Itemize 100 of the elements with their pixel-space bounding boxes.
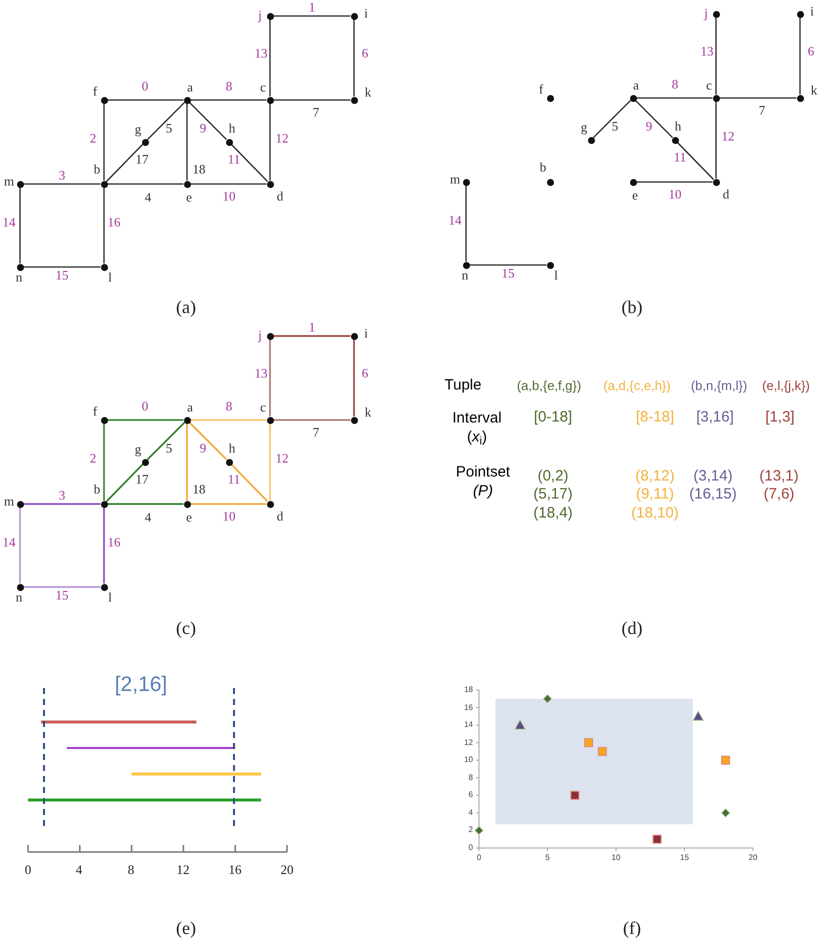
tick-label: 10 bbox=[612, 854, 620, 862]
graph-edge bbox=[103, 424, 105, 500]
panel-caption: (a) bbox=[176, 296, 196, 318]
graph-edge bbox=[147, 102, 185, 140]
table-cell: (16,15) bbox=[689, 486, 737, 504]
tick-label: 5 bbox=[545, 854, 550, 862]
edge-label: 1 bbox=[308, 0, 316, 14]
table-cell: [8-18] bbox=[636, 408, 674, 428]
vertex-label: e bbox=[186, 190, 192, 204]
vertex-label: j bbox=[258, 328, 262, 342]
vertex-label: m bbox=[450, 172, 460, 186]
graph-edge bbox=[24, 503, 100, 505]
graph-edge bbox=[190, 99, 266, 101]
tick-label: 16 bbox=[463, 704, 473, 712]
graph-edge bbox=[676, 142, 714, 180]
edge-label: 18 bbox=[192, 482, 206, 496]
vertex-label: b bbox=[94, 482, 100, 496]
edge-label: 12 bbox=[276, 452, 288, 464]
graph-edge bbox=[19, 508, 21, 584]
vertex-label: b bbox=[540, 160, 546, 174]
edge-label: 11 bbox=[674, 150, 686, 164]
edge-label: 13 bbox=[700, 44, 714, 58]
graph-edge bbox=[108, 503, 184, 505]
edge-label: 18 bbox=[192, 162, 206, 176]
table-cell: (7,6) bbox=[764, 486, 794, 504]
interval-label: [2,16] bbox=[114, 672, 168, 698]
vertex-label: j bbox=[704, 6, 708, 20]
vertex-label: j bbox=[258, 8, 262, 22]
edge-label: 13 bbox=[254, 46, 268, 60]
edge-label: 3 bbox=[58, 488, 66, 502]
edge-label: 12 bbox=[722, 130, 734, 142]
edge-label: 10 bbox=[668, 188, 682, 200]
table-cell: (18,10) bbox=[631, 504, 679, 524]
vertex-label: k bbox=[810, 84, 818, 96]
graph-edge bbox=[188, 422, 228, 460]
graph-edge bbox=[269, 340, 271, 416]
graph-edge bbox=[103, 188, 105, 264]
edge-label: 7 bbox=[758, 104, 766, 116]
table-cell: [0-18] bbox=[534, 408, 572, 428]
graph-edge bbox=[186, 424, 188, 500]
edge-label: 16 bbox=[108, 216, 120, 228]
edge-label: 15 bbox=[56, 588, 68, 602]
graph-edge bbox=[190, 419, 266, 421]
edge-label: 16 bbox=[108, 536, 120, 548]
edge-label: 3 bbox=[58, 168, 66, 182]
edge-label: 6 bbox=[362, 366, 368, 380]
vertex-label: h bbox=[228, 122, 236, 134]
edge-label: 15 bbox=[502, 266, 514, 280]
vertex-label: f bbox=[92, 404, 98, 418]
graph-edge bbox=[269, 424, 271, 500]
edge-label: 9 bbox=[200, 122, 206, 134]
tick-label: 20 bbox=[748, 854, 758, 862]
tick-label: 20 bbox=[280, 862, 294, 878]
edge-label: 5 bbox=[166, 442, 172, 454]
graph-edge bbox=[274, 15, 350, 17]
tick-label: 10 bbox=[463, 756, 473, 764]
graph-edge bbox=[24, 586, 100, 588]
edge-label: 4 bbox=[144, 510, 152, 524]
vertex-label: b bbox=[94, 162, 100, 176]
panel-caption: (b) bbox=[622, 296, 642, 318]
graph-edge bbox=[103, 508, 105, 584]
vertex-label: e bbox=[632, 188, 638, 202]
edge-label: 14 bbox=[2, 536, 16, 548]
vertex-label: e bbox=[186, 510, 192, 524]
edge-label: 8 bbox=[226, 400, 232, 412]
vertex-label: n bbox=[16, 270, 22, 284]
edge-label: 9 bbox=[200, 442, 206, 454]
tick-label: 8 bbox=[128, 862, 134, 878]
graph-edge bbox=[230, 144, 268, 182]
graph-edge bbox=[108, 99, 184, 101]
graph-edge bbox=[186, 104, 188, 180]
edge-label: 14 bbox=[448, 214, 462, 226]
vertex-label: i bbox=[364, 6, 368, 20]
graph-edge bbox=[274, 419, 350, 421]
vertex-label: k bbox=[364, 86, 372, 98]
graph-edge bbox=[106, 464, 144, 502]
graph-edge bbox=[190, 183, 266, 185]
vertex-label: l bbox=[554, 268, 558, 282]
graph-edge bbox=[230, 464, 268, 502]
vertex-label: d bbox=[722, 188, 730, 200]
graph-edge bbox=[189, 102, 227, 140]
table-cell: (a,b,{e,f,g}) bbox=[516, 378, 582, 394]
graph-edge bbox=[636, 181, 712, 183]
vertex-label: g bbox=[580, 120, 588, 134]
vertex-label: f bbox=[92, 84, 98, 98]
table-cell: (a,d,{c,e,h}) bbox=[603, 378, 671, 394]
tick-label: 16 bbox=[228, 862, 242, 878]
edge-label: 2 bbox=[90, 132, 96, 144]
vertex-label: n bbox=[16, 590, 22, 604]
vertex-label: c bbox=[260, 80, 266, 94]
edge-label: 10 bbox=[222, 510, 236, 522]
vertex-label: f bbox=[538, 82, 544, 96]
tick-label: 18 bbox=[463, 686, 473, 694]
edge-label: 5 bbox=[166, 122, 172, 134]
table-cell: (e,l,{j,k}) bbox=[762, 378, 810, 394]
graph-edge bbox=[353, 20, 355, 96]
edge-label: 13 bbox=[254, 366, 268, 380]
vertex-label: a bbox=[633, 78, 639, 92]
edge-label: 6 bbox=[808, 44, 814, 58]
edge-label: 9 bbox=[646, 120, 652, 132]
